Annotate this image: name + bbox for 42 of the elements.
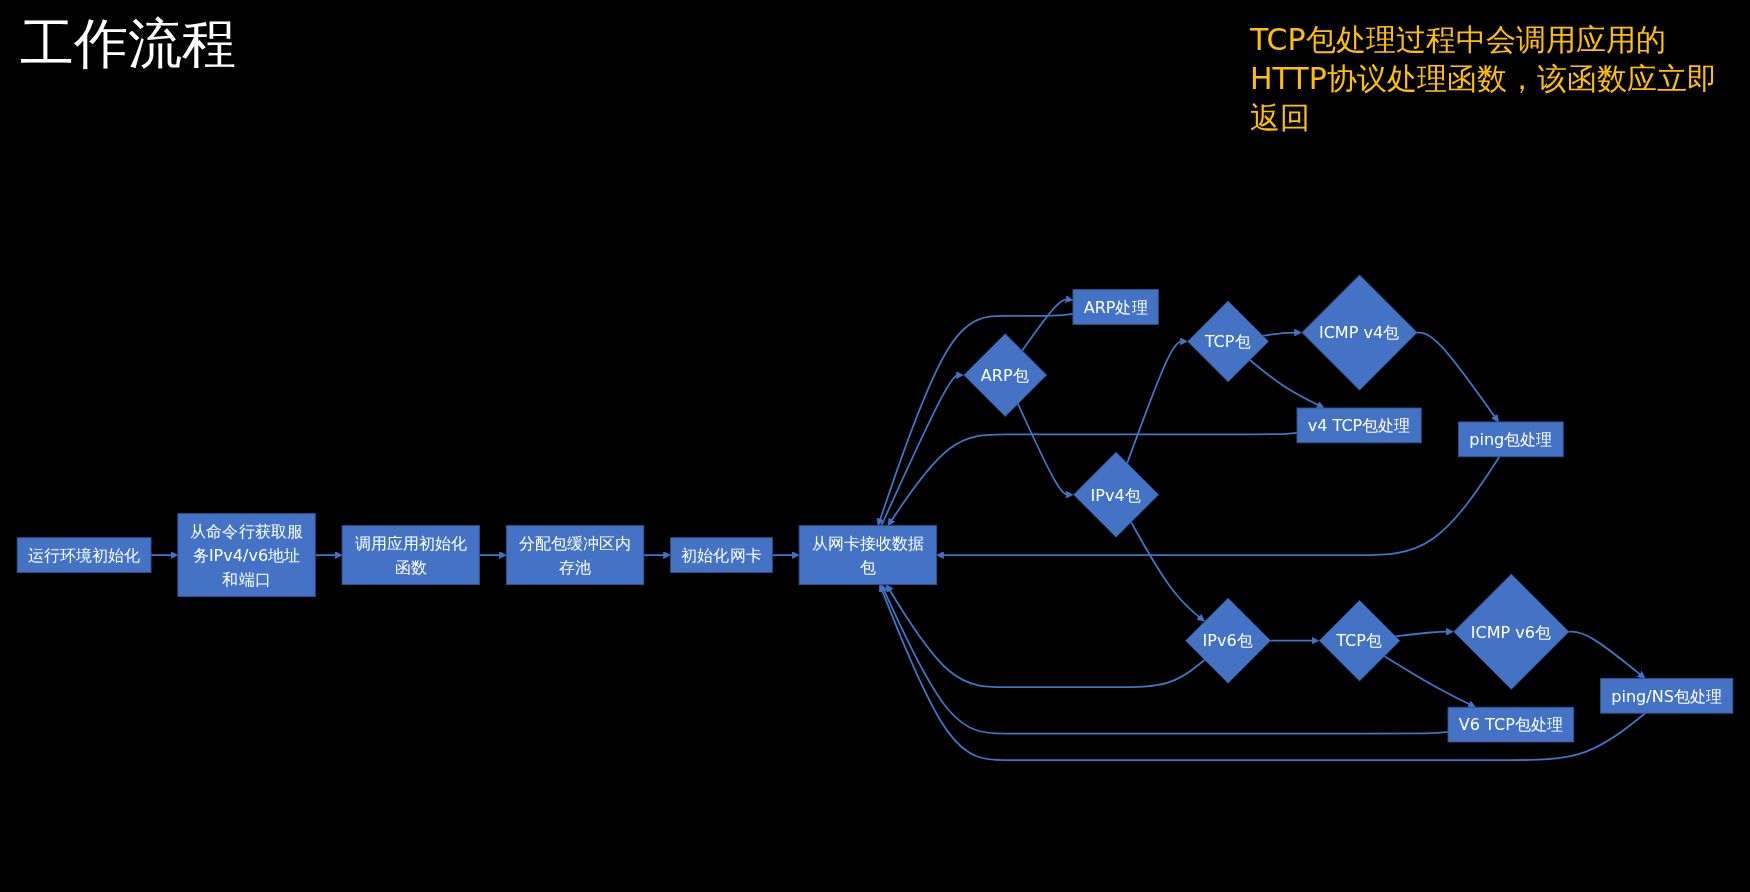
node-box: 运行环境初始化 [16,537,152,573]
arrow [771,551,800,560]
node-box: ping/NS包处理 [1600,677,1734,714]
node-box: 调用应用初始化函数 [341,525,480,585]
node-box: V6 TCP包处理 [1447,706,1575,743]
node-diamond: ARP包 [963,333,1048,417]
arrow [1261,328,1302,337]
arrow [1415,331,1499,423]
note-text: TCP包处理过程中会调用应用的HTTP协议处理函数，该函数应立即返回 [1250,21,1718,137]
node-box: 分配包缓冲区内存池 [505,525,645,585]
arrow [1383,655,1476,708]
arrow [887,431,1298,526]
arrow [1567,630,1646,679]
node-diamond: ICMP v4包 [1301,274,1418,391]
arrow [936,455,1501,560]
diagram-title: 工作流程 [20,11,236,77]
arrow [880,584,1449,735]
arrow [1269,636,1320,645]
arrow [1126,337,1188,465]
node-box: ARP处理 [1072,289,1159,325]
node-box: ping包处理 [1458,421,1564,458]
node-diamond: ICMP v6包 [1453,573,1570,690]
arrow [642,551,671,560]
node-diamond: TCP包 [1187,300,1269,383]
arrow [1021,295,1074,352]
node-box: 从命令行获取服务IPv4/v6地址和端口 [177,513,316,598]
arrow [876,312,1074,526]
node-box: 初始化网卡 [670,537,773,573]
node-box: v4 TCP包处理 [1296,407,1422,444]
node-diamond: IPv4包 [1073,451,1160,538]
arrow [1130,521,1205,622]
node-box: 从网卡接收数据包 [798,525,938,585]
arrow [150,551,179,560]
arrow [1016,402,1074,499]
arrow [885,584,1206,688]
arrow [1248,358,1325,409]
arrow [880,371,964,527]
arrow [314,551,343,560]
arrow [878,584,1647,761]
node-diamond: IPv6包 [1185,597,1272,684]
node-diamond: TCP包 [1318,599,1401,682]
arrow [478,551,507,560]
